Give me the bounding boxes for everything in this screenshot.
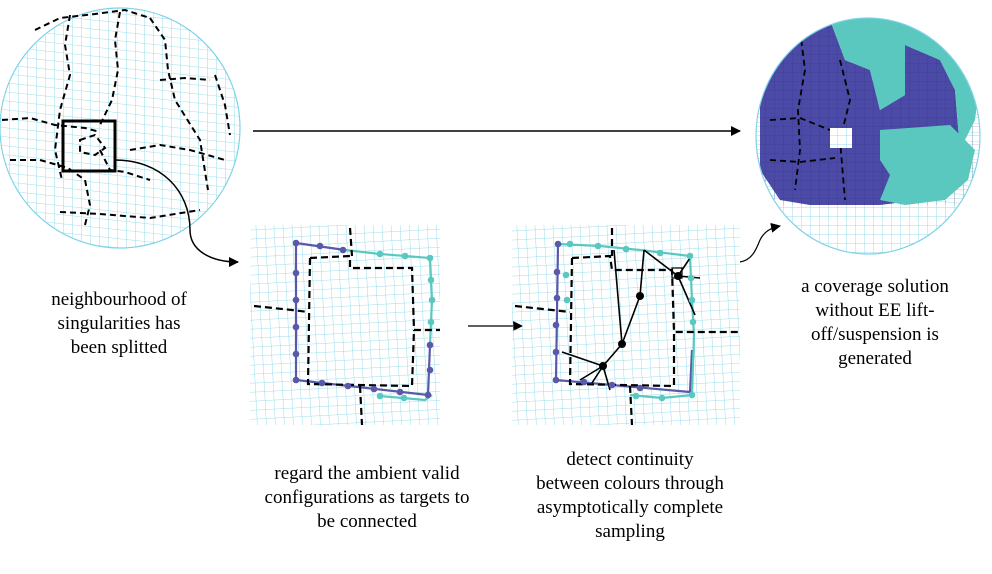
caption-targets: regard the ambient valid configurations …	[232, 462, 502, 534]
caption-line: generated	[838, 348, 912, 369]
caption-line: detect continuity	[566, 449, 694, 470]
caption-line: between colours through	[536, 473, 724, 494]
magnifier-box	[61, 119, 117, 173]
caption-line: neighbourhood of	[51, 289, 187, 310]
right-sphere	[755, 17, 981, 255]
caption-line: be connected	[317, 511, 417, 532]
left-sphere	[0, 7, 241, 249]
caption-coverage: a coverage solution without EE lift- off…	[770, 275, 980, 371]
result-arrow	[739, 222, 781, 263]
caption-line: sampling	[595, 521, 665, 542]
panel-targets	[250, 225, 440, 425]
caption-line: configurations as targets to	[264, 487, 470, 508]
caption-sampling: detect continuity between colours throug…	[502, 448, 758, 544]
caption-line: singularities has	[57, 313, 181, 334]
caption-line: asymptotically complete	[536, 497, 724, 518]
caption-line: a coverage solution	[801, 276, 949, 297]
caption-line: regard the ambient valid	[274, 463, 460, 484]
caption-neighbourhood: neighbourhood of singularities has been …	[14, 288, 224, 360]
panel-sampling	[512, 225, 740, 425]
partition-boundaries	[1, 8, 231, 226]
caption-line: without EE lift-	[815, 300, 935, 321]
caption-line: been splitted	[70, 337, 168, 358]
caption-line: off/suspension is	[811, 324, 939, 345]
zoom-arrow	[114, 159, 239, 267]
